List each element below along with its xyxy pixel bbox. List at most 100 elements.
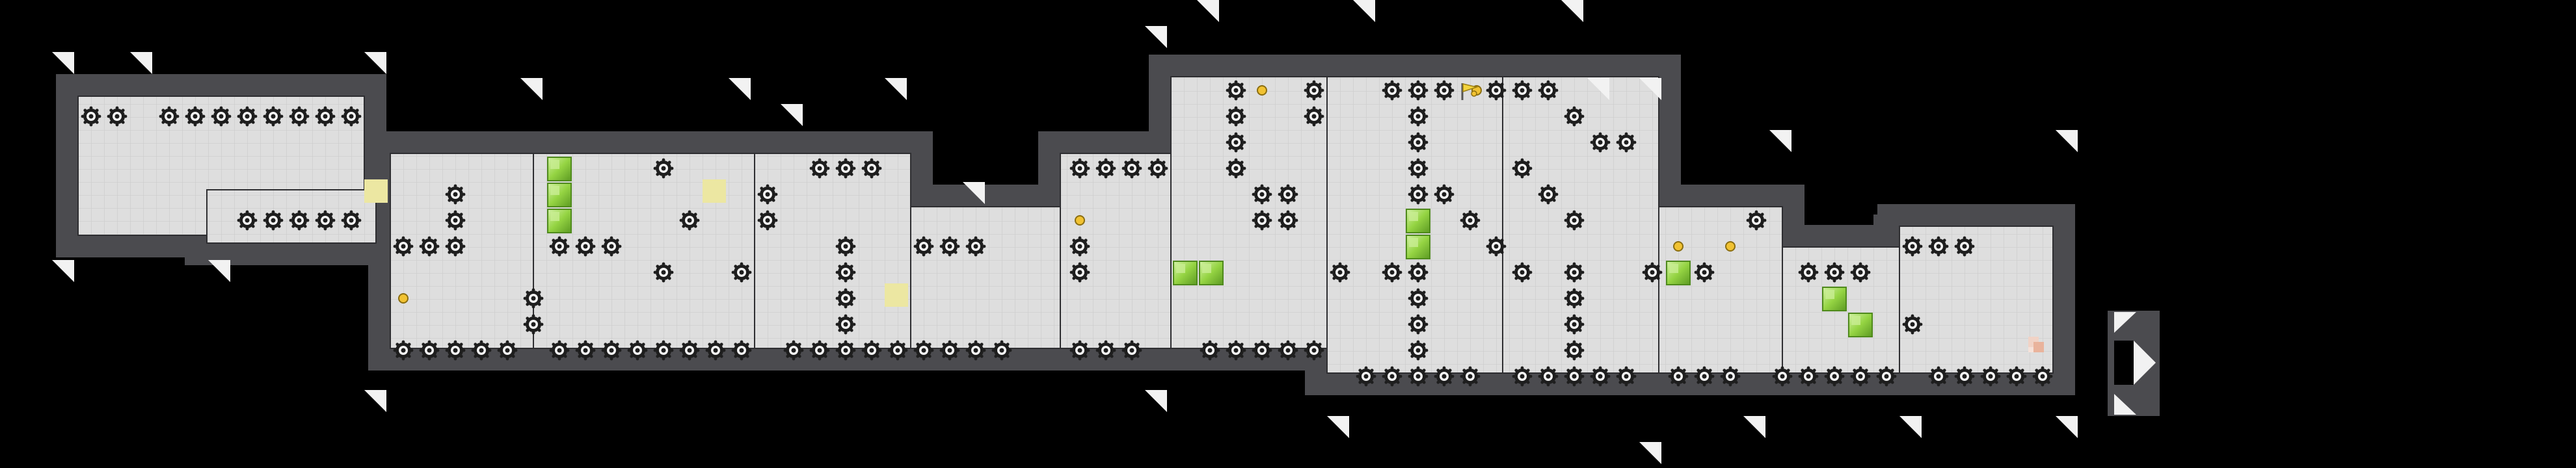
spike-cap xyxy=(1639,442,1661,464)
mine-icon xyxy=(939,340,960,361)
gold-icon xyxy=(1257,85,1267,96)
mine-icon xyxy=(601,340,622,361)
mine-icon xyxy=(1252,210,1272,231)
mine-icon xyxy=(1408,262,1429,283)
mine-icon xyxy=(2032,366,2053,387)
mine-icon xyxy=(731,340,752,361)
mine-icon xyxy=(1616,132,1637,153)
mine-icon xyxy=(1408,314,1429,335)
mine-icon xyxy=(965,340,986,361)
mine-icon xyxy=(1226,158,1246,179)
mine-icon xyxy=(107,106,127,127)
spike-cap xyxy=(963,182,985,204)
launch-pad xyxy=(364,179,388,203)
mine-icon xyxy=(861,158,882,179)
push-block xyxy=(1173,261,1198,285)
mine-icon xyxy=(809,158,830,179)
mine-icon xyxy=(419,340,440,361)
spike-cap xyxy=(364,52,386,74)
mine-icon xyxy=(757,184,778,205)
mine-icon xyxy=(575,340,596,361)
mine-icon xyxy=(1486,80,1507,101)
floor-region xyxy=(1899,226,2054,374)
mine-icon xyxy=(1564,262,1585,283)
mine-icon xyxy=(835,262,856,283)
spike-cap xyxy=(208,260,230,282)
mine-icon xyxy=(1226,106,1246,127)
push-block xyxy=(1822,287,1847,311)
spike-cap xyxy=(885,78,907,100)
mine-icon xyxy=(1434,80,1455,101)
mine-icon xyxy=(185,106,206,127)
mine-icon xyxy=(1564,340,1585,361)
mine-icon xyxy=(1720,366,1741,387)
exit-flag-icon[interactable] xyxy=(1461,83,1479,100)
floor-layer xyxy=(77,76,2054,374)
launch-pad xyxy=(703,179,726,203)
mine-icon xyxy=(679,210,700,231)
spike-cap xyxy=(781,104,803,126)
mine-icon xyxy=(783,340,804,361)
mine-icon xyxy=(1590,366,1611,387)
push-block xyxy=(547,183,572,207)
mine-icon xyxy=(1356,366,1376,387)
mine-icon xyxy=(1226,132,1246,153)
mine-icon xyxy=(2006,366,2027,387)
mine-layer xyxy=(81,80,2053,387)
mine-icon xyxy=(1382,80,1402,101)
mine-icon xyxy=(679,340,700,361)
mine-icon xyxy=(1278,184,1298,205)
mine-icon xyxy=(1824,366,1845,387)
mine-icon xyxy=(263,210,284,231)
push-block xyxy=(547,157,572,181)
mine-icon xyxy=(835,314,856,335)
mine-icon xyxy=(705,340,726,361)
mine-icon xyxy=(445,236,466,257)
mine-icon xyxy=(1121,158,1142,179)
spike-cap xyxy=(1743,416,1765,438)
mine-icon xyxy=(1252,340,1272,361)
mine-icon xyxy=(289,210,310,231)
mine-icon xyxy=(341,210,362,231)
mine-icon xyxy=(1512,262,1533,283)
spike-cap xyxy=(1353,0,1375,22)
mine-icon xyxy=(1512,366,1533,387)
mine-icon xyxy=(1538,366,1559,387)
mine-icon xyxy=(497,340,518,361)
spike-cap xyxy=(2056,130,2078,152)
mine-icon xyxy=(1304,80,1324,101)
mine-icon xyxy=(1069,236,1090,257)
push-block xyxy=(1199,261,1224,285)
spike-cap xyxy=(1327,416,1349,438)
spike-cap xyxy=(1769,130,1791,152)
mine-icon xyxy=(445,340,466,361)
mine-icon xyxy=(1512,158,1533,179)
mine-icon xyxy=(1668,366,1689,387)
mine-icon xyxy=(1694,262,1715,283)
mine-icon xyxy=(1304,106,1324,127)
mine-icon xyxy=(1408,158,1429,179)
spike-cap xyxy=(130,52,152,74)
floor-region xyxy=(1170,76,1328,349)
mine-icon xyxy=(393,340,414,361)
mine-icon xyxy=(1147,158,1168,179)
mine-icon xyxy=(159,106,180,127)
spike-cap xyxy=(1561,0,1583,22)
mine-icon xyxy=(1382,262,1402,283)
mine-icon xyxy=(1252,184,1272,205)
mine-icon xyxy=(549,236,570,257)
mine-icon xyxy=(393,236,414,257)
exit-door-icon[interactable] xyxy=(2028,337,2044,352)
mine-icon xyxy=(1928,236,1949,257)
mine-icon xyxy=(809,340,830,361)
mine-icon xyxy=(237,106,258,127)
floor-region xyxy=(910,206,1061,349)
spike-cap xyxy=(1899,416,1922,438)
spike-cap xyxy=(1639,78,1661,100)
mine-icon xyxy=(1538,184,1559,205)
mine-icon xyxy=(653,262,674,283)
triangle-arrows-icon[interactable] xyxy=(2108,311,2160,416)
mine-icon xyxy=(1069,340,1090,361)
